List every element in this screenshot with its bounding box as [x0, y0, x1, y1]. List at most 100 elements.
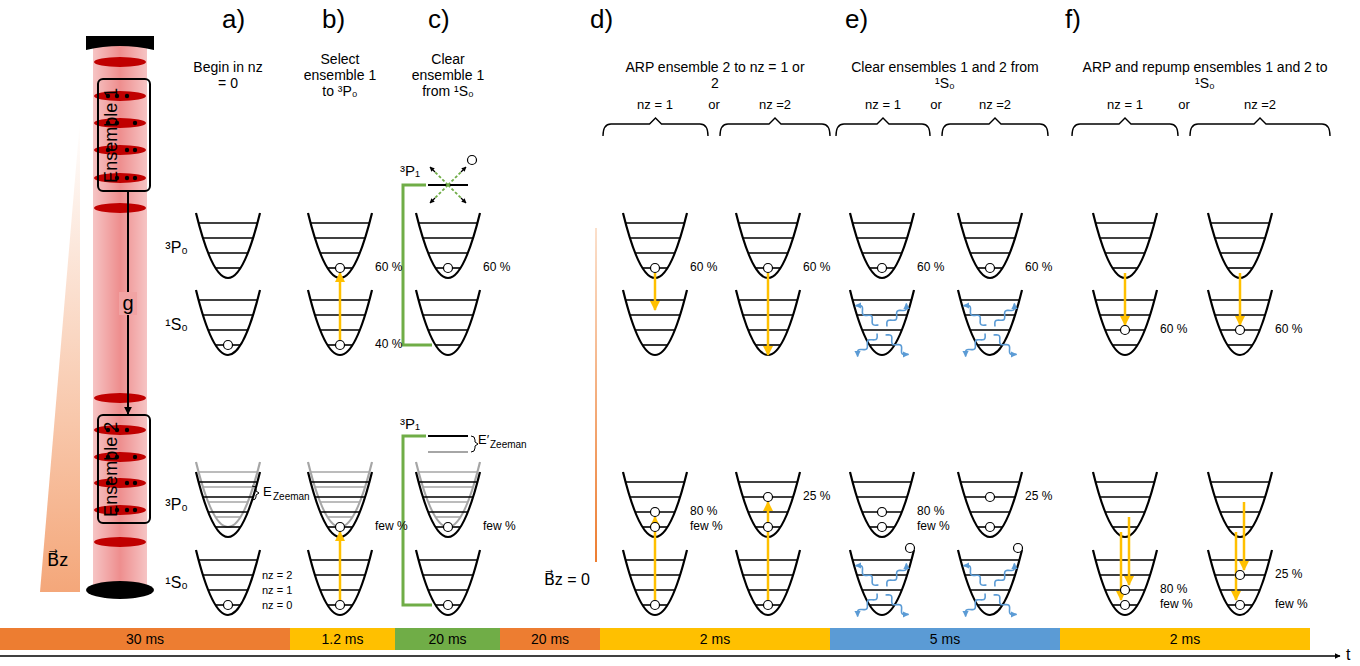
well-curve	[1208, 213, 1272, 278]
atom	[651, 523, 660, 532]
shifted-well	[308, 462, 372, 527]
level-label: B⃗z	[47, 550, 68, 571]
well-curve	[196, 290, 260, 355]
photon-arrow	[855, 306, 878, 326]
step-caption: Begin in nz = 0	[193, 59, 263, 91]
population-label: 60 %	[917, 261, 944, 275]
well-curve	[308, 472, 372, 537]
level-label: t	[1346, 646, 1350, 664]
vibrational-level	[419, 481, 478, 483]
case-header: or	[930, 98, 942, 113]
arp-arrow	[1243, 502, 1246, 570]
trap-well	[196, 213, 260, 278]
vibrational-level	[853, 299, 912, 301]
vibrational-level	[961, 559, 1020, 561]
atom	[224, 601, 233, 610]
vibrational-level	[1211, 481, 1270, 483]
atom	[878, 264, 887, 273]
population-label: 40 %	[375, 338, 402, 352]
duration-label: 2 ms	[1170, 631, 1200, 647]
atom	[1014, 544, 1023, 553]
vibrational-level	[320, 501, 360, 503]
trap-well	[1093, 472, 1157, 537]
level-label: ³P₁	[400, 415, 420, 432]
vibrational-level	[626, 222, 685, 224]
vibrational-level	[315, 237, 365, 239]
vibrational-level	[428, 501, 468, 503]
vibrational-level	[1215, 237, 1265, 239]
well-curve	[958, 213, 1022, 278]
duration-label: 30 ms	[126, 631, 164, 647]
vibrational-level	[1215, 496, 1265, 498]
trap-well	[850, 472, 914, 537]
atom-dot	[133, 121, 137, 125]
lattice-sites	[94, 57, 146, 547]
atom	[986, 264, 995, 273]
vibrational-level	[970, 252, 1010, 254]
lattice-mirror	[86, 36, 154, 50]
trap-well	[196, 472, 260, 537]
arp-arrows	[340, 273, 1244, 600]
population-label: few %	[483, 520, 516, 534]
case-header: nz =2	[1244, 98, 1276, 113]
atom	[986, 493, 995, 502]
atom	[444, 264, 453, 273]
vibrational-level	[199, 559, 258, 561]
step-letter: e)	[845, 5, 868, 35]
trap-well	[1208, 213, 1272, 278]
photon-arrow	[995, 303, 1015, 326]
arp-arrow	[767, 502, 770, 600]
vibrational-level	[862, 589, 902, 591]
ensemble-box: Ensemble 1	[97, 78, 151, 192]
trap-well	[308, 472, 372, 537]
photon-arrow	[994, 335, 1017, 355]
trap-wells	[196, 213, 1272, 615]
vibrational-level	[215, 267, 240, 269]
atom-dot	[133, 508, 137, 512]
vibrational-level	[428, 511, 468, 513]
well-curve	[958, 290, 1022, 355]
population-label: 60 %	[1160, 323, 1187, 337]
atom	[1121, 601, 1130, 610]
vibrational-level	[428, 329, 468, 331]
vibrational-level	[215, 526, 240, 528]
population-label: few %	[375, 520, 408, 534]
photon-arrow	[887, 563, 907, 586]
atom	[878, 523, 887, 532]
vibrational-level	[311, 471, 370, 473]
level-label: Zeeman	[490, 439, 527, 451]
photon-arrow	[855, 566, 878, 586]
atom	[336, 264, 345, 273]
atom	[986, 523, 995, 532]
vibrational-level	[419, 471, 478, 473]
well-curve	[308, 213, 372, 278]
vibrational-level	[203, 314, 253, 316]
trap-well	[1093, 550, 1157, 615]
well-curve	[850, 550, 914, 615]
vibrational-level	[423, 574, 473, 576]
step-letter: c)	[428, 5, 450, 35]
vibrational-level	[1227, 344, 1252, 346]
photon-arrow	[858, 334, 878, 357]
case-header: nz = 1	[865, 98, 901, 113]
case-header: nz = 1	[637, 98, 673, 113]
vibrational-level	[1227, 526, 1252, 528]
vibrational-level	[215, 516, 240, 518]
vibrational-level	[208, 511, 248, 513]
step-letter: f)	[1065, 5, 1081, 35]
population-label: 25 %	[803, 490, 830, 504]
well-curve	[850, 290, 914, 355]
vibrational-level	[1105, 511, 1145, 513]
vibrational-level	[208, 501, 248, 503]
vibrational-level	[977, 604, 1002, 606]
vibrational-level	[748, 252, 788, 254]
photon-arrow	[886, 335, 909, 355]
vibrational-level	[315, 496, 365, 498]
step-caption: Clear ensembles 1 and 2 from ¹S₀	[845, 59, 1045, 91]
trap-well	[196, 550, 260, 615]
trap-well	[196, 290, 260, 355]
population-label: 25 %	[1275, 568, 1302, 582]
vibrational-level	[853, 559, 912, 561]
vibrational-level	[203, 496, 253, 498]
